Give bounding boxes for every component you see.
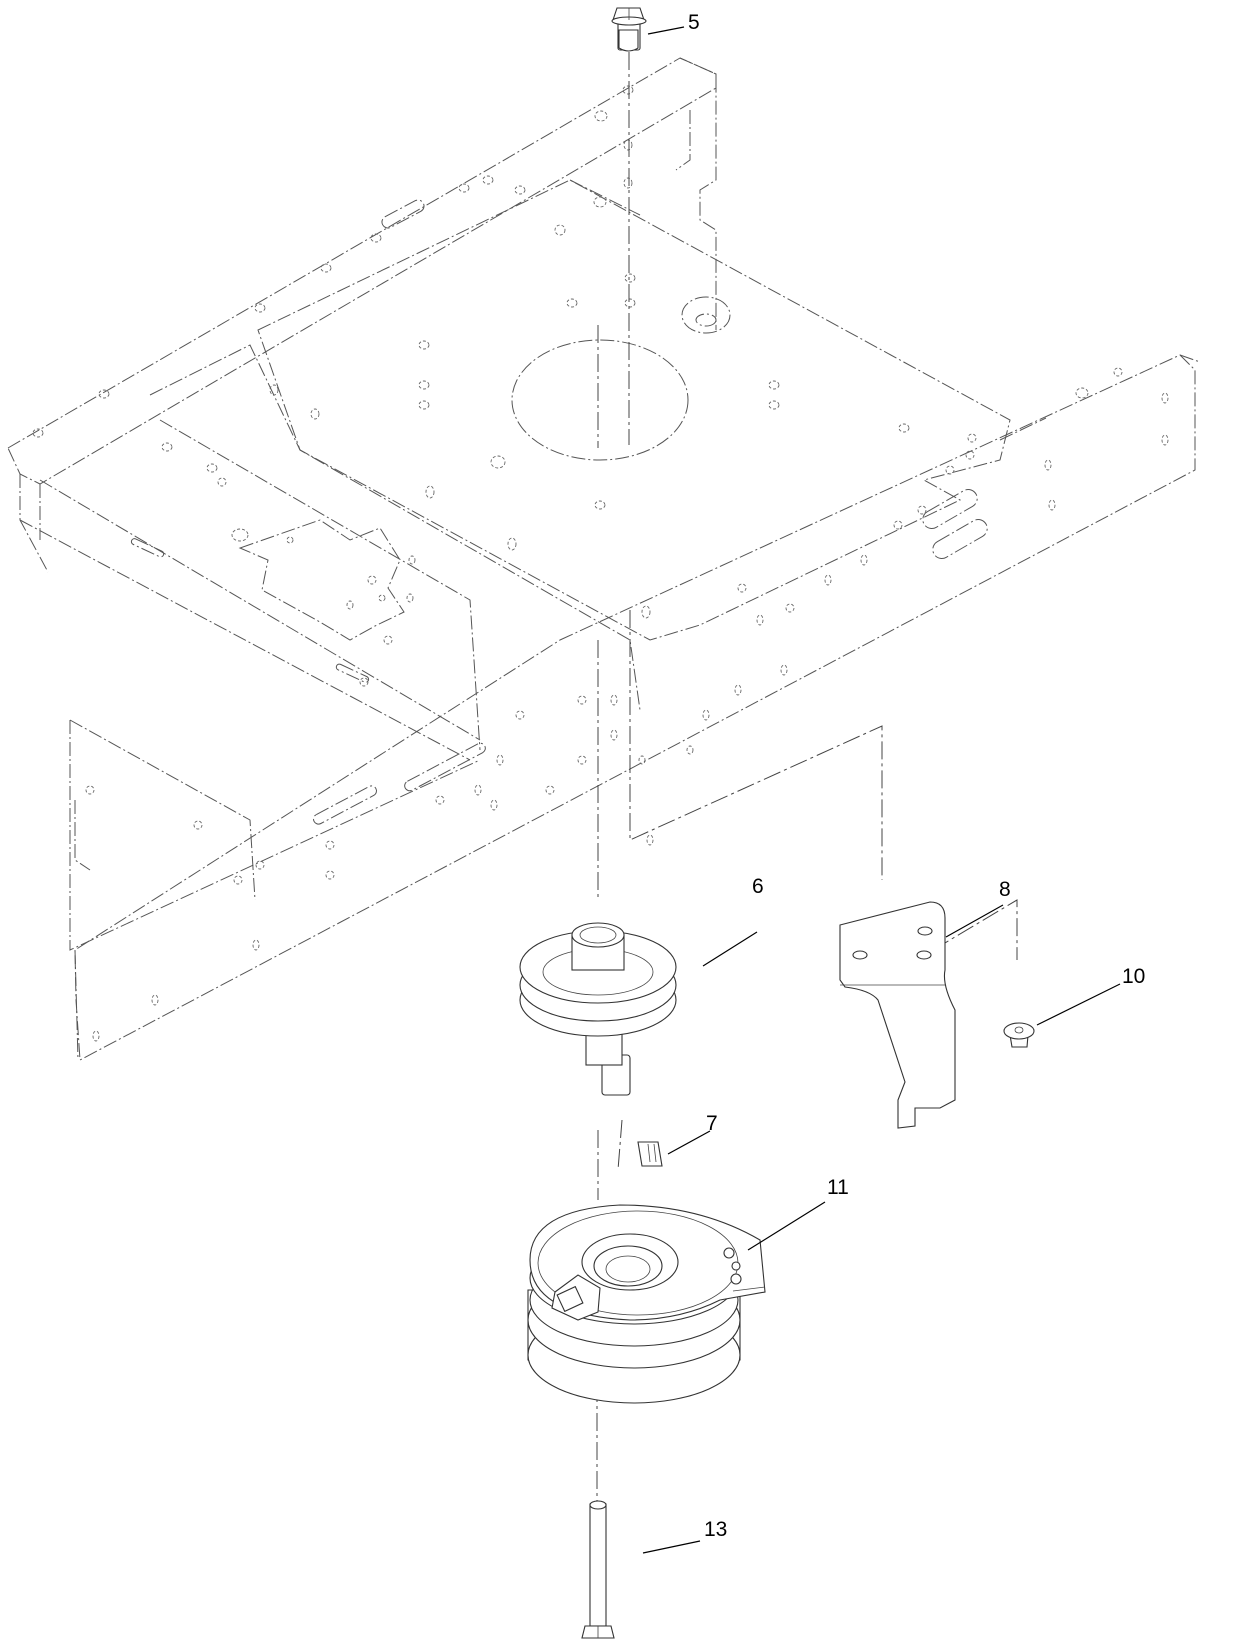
part-6-pulley[interactable] <box>519 922 677 1096</box>
callout-7: 7 <box>706 1112 718 1135</box>
part-7-key[interactable] <box>637 1141 663 1167</box>
frame-phantom <box>7 57 1201 1061</box>
callout-8: 8 <box>999 878 1011 901</box>
part-8-bracket[interactable] <box>839 901 956 1129</box>
part-13-long-bolt[interactable] <box>581 1500 615 1639</box>
callout-6: 6 <box>752 875 764 898</box>
callout-11: 11 <box>827 1176 849 1199</box>
callout-5: 5 <box>688 11 700 34</box>
part-11-pto-clutch[interactable] <box>527 1204 766 1404</box>
part-5-flange-bolt[interactable] <box>611 7 647 52</box>
part-10-flange-nut[interactable] <box>1003 1022 1035 1048</box>
leader-lines <box>642 26 1121 1554</box>
callout-10: 10 <box>1122 965 1146 988</box>
callout-13: 13 <box>704 1518 728 1541</box>
frame-holes <box>32 85 1169 1042</box>
